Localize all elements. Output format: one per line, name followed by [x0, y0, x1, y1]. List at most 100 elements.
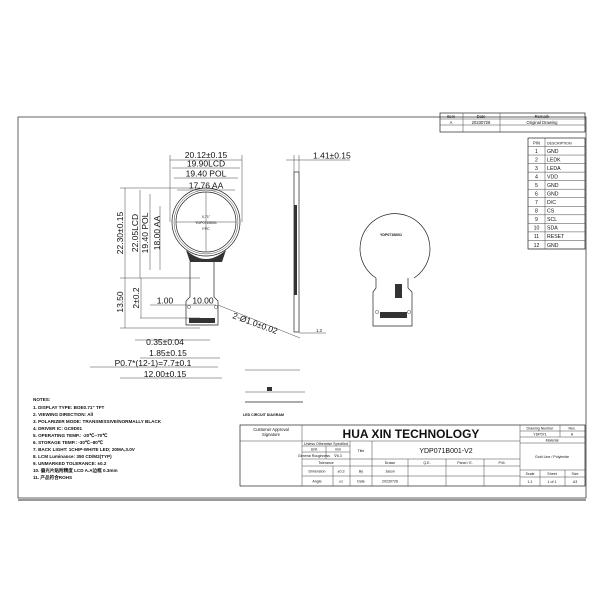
angle-label: Angle: [312, 480, 321, 484]
scale-value: 1:1: [528, 480, 533, 484]
pin-description: GND: [547, 183, 559, 189]
dim-lcd-width: 19.90LCD: [187, 159, 225, 169]
note-item: 11. 产品符合ROHS: [33, 474, 72, 481]
dimension-label: Dimension: [309, 470, 326, 474]
qe-label: Q.E.: [423, 461, 430, 465]
dim-thickness: 1.41±0.15: [313, 151, 351, 161]
drawing-title: YDP071B001-V2: [419, 448, 472, 455]
rev-header-date: Date: [477, 114, 487, 119]
drawn-by: Jason: [385, 470, 395, 474]
pin-header-description: DESCRIPTION: [547, 142, 572, 146]
note-item: 7. BACK LIGHT: 1CHIP-WHITE LED; 20MA,3.0…: [33, 447, 136, 452]
company-name: HUA XIN TECHNOLOGY: [343, 427, 480, 441]
pin-number: 2: [535, 157, 538, 163]
pin-description: LEDK: [547, 157, 561, 163]
rev-value: A: [571, 433, 574, 437]
drawing-frame: [17, 116, 587, 499]
pin-description: GND: [547, 243, 559, 249]
pin-number: 1: [535, 149, 538, 155]
pm-label: P.M.: [499, 461, 506, 465]
dim-hole-pitch: 10.00: [192, 296, 214, 306]
dim-aa-width: 17.76 AA: [189, 181, 224, 191]
dim-pin-width: 0.35±0.04: [146, 337, 184, 347]
revision-table: Item Date Remark A 20230726 Original Dra…: [439, 112, 586, 133]
dim-hole-offset: 1.00: [157, 296, 174, 306]
title-label: Title: [358, 449, 365, 453]
pin-description: VDD: [547, 174, 558, 180]
pin-description: D/C: [547, 200, 556, 206]
led-circuit-diagram: LED CIRCUIT DIAGRAM: [243, 369, 305, 417]
pin-description: CS: [547, 209, 555, 215]
note-item: 6. STORAGE TEMP.: -30℃~80℃: [33, 439, 104, 445]
rev-date: 20230726: [472, 120, 491, 125]
dim-connector-width: 12.00±0.15: [144, 369, 187, 379]
pin-number: 9: [535, 217, 538, 223]
pin-number: 10: [534, 226, 540, 232]
rev-item: A: [450, 120, 453, 125]
panel-size-label: 0.71": [202, 215, 211, 219]
front-view: 0.71" YDP071B001 FPC 20.12±0.15 19.90LCD…: [90, 150, 301, 379]
notes-title: NOTES:: [33, 397, 51, 402]
customer-approval-label: Customer Approval: [253, 427, 289, 432]
unit-label: Unit: [311, 448, 317, 452]
pin-number: 5: [535, 183, 538, 189]
material-value: Gold Line / Polyimide: [535, 455, 569, 459]
pin-number: 4: [535, 174, 538, 180]
dim-outline-height: 22.30±0.15: [115, 211, 125, 254]
size-value: A3: [573, 480, 577, 484]
notes: NOTES: 1. DISPLAY TYPE: BOE0.71" TFT 2. V…: [33, 397, 162, 481]
rev-header-item: Item: [447, 114, 456, 119]
title-block-text: Customer Approval Signature HUA XIN TECH…: [253, 427, 578, 484]
panel-label: Panel / E.: [457, 461, 473, 465]
dim-pin-edge: 1.85±0.15: [149, 348, 187, 358]
roughness-value: ∇6.3: [333, 454, 341, 458]
dim-pin-pitch: P0.7*(12-1)=7.7±0.1: [115, 358, 192, 368]
note-item: 3. POLARIZER MODE: TRANSMISSIVE/NORMALLY…: [33, 419, 162, 424]
scale-label: Scale: [526, 472, 535, 476]
size-label: Size: [572, 472, 579, 476]
sheet-value: 1 of 1: [548, 480, 557, 484]
pin-description: GND: [547, 149, 559, 155]
note-item: 10. 偏光片贴附精度 LCD A.A边框 0.3mm: [33, 467, 118, 474]
dim-tail-offset: 2±0.2: [131, 287, 141, 308]
side-view: 1.41±0.15 1.3: [286, 151, 351, 334]
tolerance-label: Tolerance: [318, 461, 334, 465]
dim-pol-width: 19.40 POL: [186, 169, 227, 179]
pin-description: GND: [547, 192, 559, 198]
pin-description: LEDA: [547, 166, 561, 172]
panel-fpc-label: FPC: [202, 227, 210, 231]
material-label: Material: [546, 439, 559, 443]
signature-label: Signature: [262, 432, 281, 437]
rev-label: Rev.: [568, 427, 575, 431]
pin-number: 12: [534, 243, 540, 249]
note-item: 5. OPERATING TEMP.: -20℃~70℃: [33, 432, 108, 438]
dim-tail-thickness: 1.3: [316, 328, 322, 333]
pin-header-pin: PIN: [533, 141, 540, 146]
note-item: 2. VIEWING DIRECTION: All: [33, 412, 93, 417]
rev-header-remark: Remark: [535, 114, 551, 119]
title-block: [239, 424, 586, 487]
angle-tolerance: ±1: [339, 480, 343, 484]
drawn-label: Drawn: [385, 461, 395, 465]
pin-description: SCL: [547, 217, 557, 223]
note-item: 4. DRIVER IC: GC9D01: [33, 426, 82, 431]
pin-description: RESET: [547, 234, 565, 240]
unit-value: mm: [335, 448, 341, 452]
date-label: Date: [357, 480, 365, 484]
note-item: 8. LCM Luminance: 350 CD/M2(TYP): [33, 454, 112, 459]
sheet-label: Sheet: [547, 472, 556, 476]
led-circuit-caption: LED CIRCUIT DIAGRAM: [243, 413, 284, 417]
pin-number: 7: [535, 200, 538, 206]
dim-outline-width: 20.12±0.15: [185, 150, 228, 160]
rev-remark: Original Drawing: [527, 120, 559, 125]
pin-description: SDA: [547, 226, 558, 232]
dim-pol-height: 19.40 POL: [140, 212, 150, 253]
drawing-number: YDP071: [533, 433, 546, 437]
unless-specified-label: Unless Otherwise Specified: [304, 442, 348, 446]
pin-number: 11: [534, 234, 539, 240]
pin-number: 6: [535, 192, 538, 198]
back-label: YDP071B001: [380, 233, 402, 237]
note-item: 1. DISPLAY TYPE: BOE0.71" TFT: [33, 405, 105, 410]
